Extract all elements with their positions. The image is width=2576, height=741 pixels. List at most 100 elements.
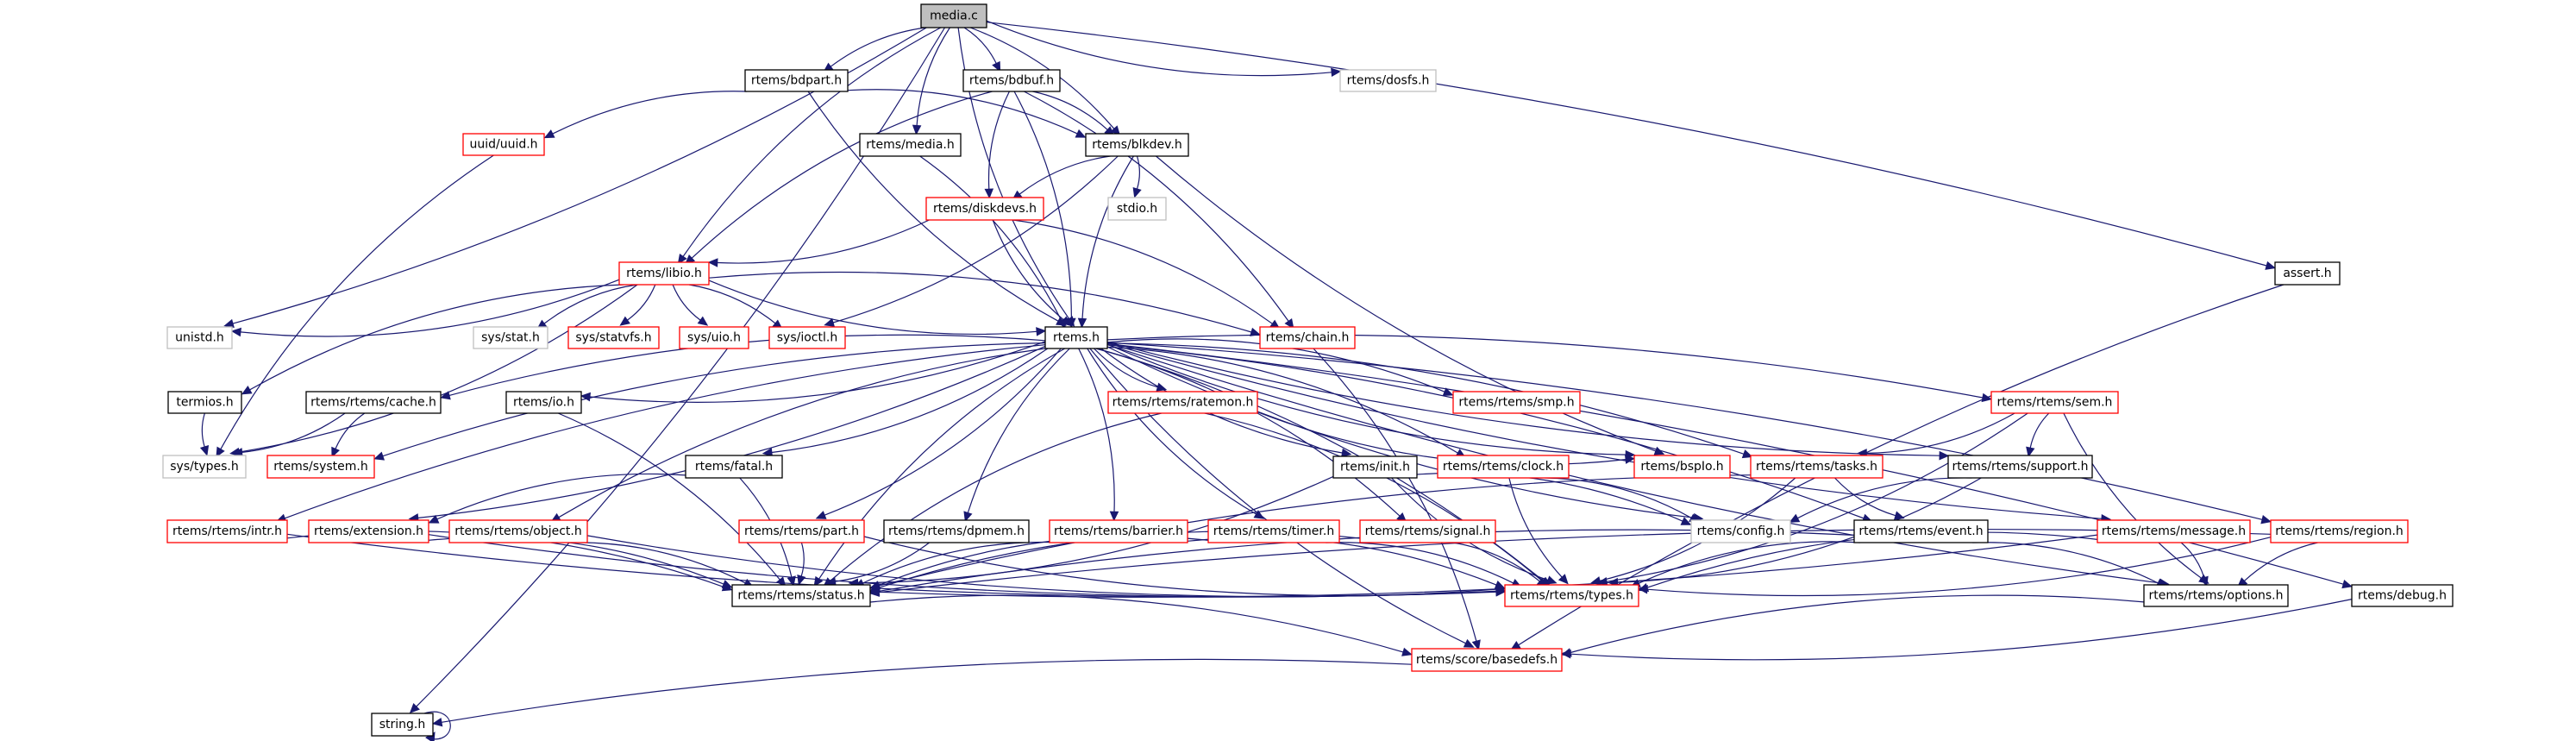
edge-line [1012, 219, 1273, 324]
node-media-c[interactable]: media.c [920, 3, 987, 28]
node-stdio: stdio.h [1107, 197, 1167, 221]
node-bdpart[interactable]: rtems/bdpart.h [744, 69, 849, 92]
node-label: sys/ioctl.h [777, 331, 837, 345]
node-sem[interactable]: rtems/rtems/sem.h [1990, 391, 2119, 414]
node-diskdevs[interactable]: rtems/diskdevs.h [925, 197, 1044, 221]
edge-line [1032, 91, 1108, 130]
node-system[interactable]: rtems/system.h [266, 455, 375, 479]
node-tasks[interactable]: rtems/rtems/tasks.h [1750, 455, 1883, 479]
edge-part-to-status [797, 542, 806, 586]
node-bdbuf[interactable]: rtems/bdbuf.h [962, 69, 1061, 92]
node-blkdev[interactable]: rtems/blkdev.h [1085, 133, 1189, 157]
arrowhead-icon [1442, 387, 1454, 396]
node-label: rtems/rtems/part.h [744, 524, 859, 538]
edge-line [830, 27, 926, 67]
node-string[interactable]: string.h [371, 713, 434, 737]
arrowhead-icon [1741, 449, 1753, 459]
edge-media_c-to-assert [986, 22, 2276, 270]
edge-line [992, 219, 1064, 321]
arrowhead-icon [825, 576, 837, 587]
arrowhead-icon [1067, 317, 1076, 329]
edge-line [1081, 155, 1134, 319]
node-options[interactable]: rtems/rtems/options.h [2143, 584, 2289, 607]
node-bspio[interactable]: rtems/bspIo.h [1633, 455, 1731, 479]
node-clock[interactable]: rtems/rtems/clock.h [1437, 455, 1570, 479]
edge-line [869, 594, 1404, 653]
node-message[interactable]: rtems/rtems/message.h [2097, 519, 2251, 543]
node-label: rtems/debug.h [2358, 589, 2447, 603]
node-libio[interactable]: rtems/libio.h [618, 261, 710, 286]
node-label: rtems/rtems/status.h [737, 589, 864, 603]
arrowhead-icon [543, 129, 555, 139]
edge-line [1106, 344, 2160, 584]
node-label: sys/stat.h [481, 331, 540, 345]
edge-line [919, 155, 1062, 321]
node-part[interactable]: rtems/rtems/part.h [738, 519, 865, 543]
edge-diskdevs-to-libio [707, 219, 930, 267]
node-ratemon[interactable]: rtems/rtems/ratemon.h [1107, 391, 1258, 414]
node-box [1044, 326, 1108, 349]
node-basedefs[interactable]: rtems/score/basedefs.h [1411, 648, 1563, 672]
node-unistd: unistd.h [166, 326, 233, 349]
node-event[interactable]: rtems/rtems/event.h [1853, 519, 1989, 543]
node-label: rtems/bspIo.h [1640, 460, 1723, 474]
node-io[interactable]: rtems/io.h [505, 391, 582, 414]
edge-message-to-options [2180, 542, 2209, 587]
node-box [2143, 584, 2289, 607]
arrowhead-icon [1637, 584, 1648, 594]
node-smp[interactable]: rtems/rtems/smp.h [1452, 391, 1581, 414]
node-debug[interactable]: rtems/debug.h [2351, 584, 2454, 607]
edge-line [1156, 155, 1657, 452]
node-signal[interactable]: rtems/rtems/signal.h [1359, 519, 1496, 543]
node-termios[interactable]: termios.h [167, 391, 242, 414]
node-types[interactable]: rtems/rtems/types.h [1504, 584, 1639, 607]
node-rtems-h[interactable]: rtems.h [1044, 326, 1108, 349]
edge-line [2243, 542, 2318, 581]
edge-rtems_h-to-object [550, 348, 1046, 523]
node-init[interactable]: rtems/init.h [1332, 455, 1418, 479]
node-box [685, 455, 783, 479]
edge-line [969, 27, 1115, 129]
node-box [1947, 455, 2093, 479]
node-chain[interactable]: rtems/chain.h [1259, 326, 1356, 349]
node-barrier[interactable]: rtems/rtems/barrier.h [1049, 519, 1188, 543]
node-support[interactable]: rtems/rtems/support.h [1947, 455, 2093, 479]
node-label: rtems/rtems/tasks.h [1756, 460, 1877, 474]
node-intr[interactable]: rtems/rtems/intr.h [166, 519, 288, 543]
edge-line [1018, 155, 1111, 195]
node-region[interactable]: rtems/rtems/region.h [2270, 519, 2409, 543]
edge-line [963, 27, 997, 64]
edge-libio-to-unistd [230, 279, 620, 337]
edge-line [1095, 348, 1401, 517]
node-status[interactable]: rtems/rtems/status.h [731, 584, 871, 607]
edge-signal-to-types [1452, 542, 1548, 587]
node-media-h[interactable]: rtems/media.h [859, 133, 962, 157]
arrowhead-icon [824, 317, 835, 327]
node-extension[interactable]: rtems/extension.h [308, 519, 429, 543]
node-dpmem[interactable]: rtems/rtems/dpmem.h [883, 519, 1030, 543]
node-object[interactable]: rtems/rtems/object.h [448, 519, 588, 543]
edge-line [1187, 537, 1497, 586]
node-box [2274, 261, 2341, 286]
edge-bdbuf-to-chain [1024, 91, 1294, 330]
node-assert[interactable]: assert.h [2274, 261, 2341, 286]
node-cache[interactable]: rtems/rtems/cache.h [305, 391, 442, 414]
node-uuid[interactable]: uuid/uuid.h [462, 133, 545, 156]
node-label: rtems/system.h [273, 460, 367, 474]
edge-line [717, 219, 930, 264]
edge-rtems_h-to-system [373, 342, 1046, 461]
node-ioctl[interactable]: sys/ioctl.h [768, 326, 846, 349]
edge-status-to-basedefs [869, 594, 1413, 656]
node-statvfs[interactable]: sys/statvfs.h [567, 326, 660, 349]
edge-options-to-basedefs [1561, 594, 2145, 657]
node-label: rtems/media.h [866, 138, 954, 152]
edge-line [557, 412, 780, 581]
arrowhead-icon [677, 253, 687, 265]
node-box [162, 455, 247, 479]
node-timer[interactable]: rtems/rtems/timer.h [1207, 519, 1340, 543]
node-box [567, 326, 660, 349]
node-fatal[interactable]: rtems/fatal.h [685, 455, 783, 479]
node-uio[interactable]: sys/uio.h [679, 326, 749, 349]
arrowhead-icon [1981, 392, 1993, 403]
node-label: rtems/rtems/support.h [1952, 460, 2088, 474]
